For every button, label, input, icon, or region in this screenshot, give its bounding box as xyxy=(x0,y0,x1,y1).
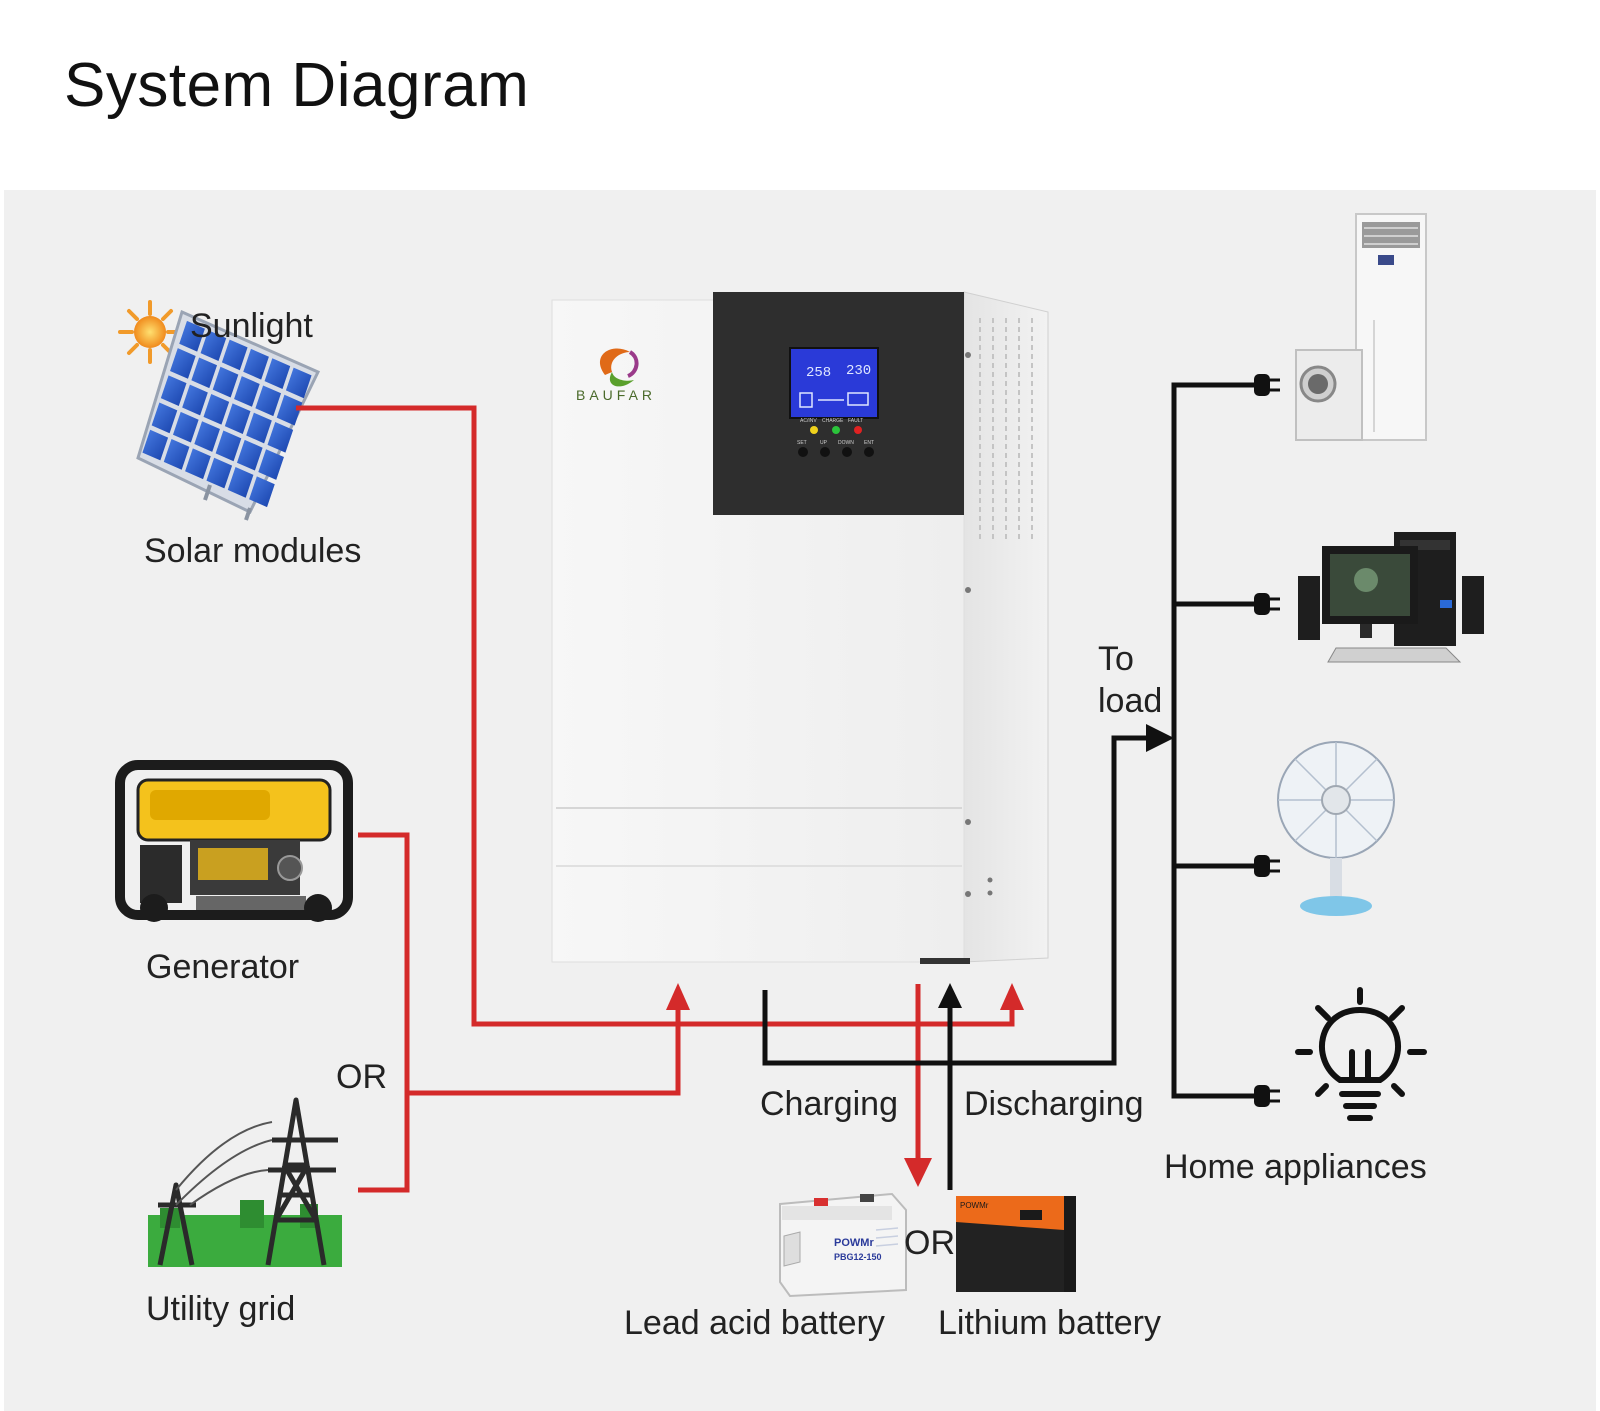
indicator-charge-led xyxy=(832,426,840,434)
indicator-fault-led xyxy=(854,426,862,434)
to-load-label-line1: To xyxy=(1098,640,1134,678)
solar-cell xyxy=(172,411,199,443)
solar-cell xyxy=(212,366,239,398)
battery-or-label: OR xyxy=(904,1224,955,1262)
solar-cell xyxy=(258,449,284,480)
inverter-button-down xyxy=(842,447,852,457)
plug-prong xyxy=(1270,1089,1280,1093)
lcd-left-value: 258 xyxy=(806,365,831,381)
plug-prong xyxy=(1270,388,1280,392)
solar-cell xyxy=(234,376,260,407)
computer-icon xyxy=(1298,532,1484,663)
button-label-down: DOWN xyxy=(838,440,854,446)
solar-modules-label: Solar modules xyxy=(144,532,362,570)
load-lines xyxy=(762,382,1258,1190)
light-bulb-icon xyxy=(1295,987,1427,1121)
solar-cell xyxy=(224,403,251,435)
indicator-label-fault: FAULT xyxy=(848,418,863,424)
solar-cell xyxy=(203,393,230,425)
solar-cell xyxy=(160,375,187,407)
home-appliances-label: Home appliances xyxy=(1164,1148,1427,1186)
plug-prong xyxy=(1270,597,1280,601)
brand-text: BAUFAR xyxy=(576,387,656,403)
plug-prong xyxy=(1270,869,1280,873)
lead-acid-battery-label: Lead acid battery xyxy=(624,1304,885,1342)
lithium-battery-label: Lithium battery xyxy=(938,1304,1161,1342)
lithium-battery-icon: POWMr xyxy=(956,1196,1076,1292)
button-label-ent: ENT xyxy=(864,440,874,446)
solar-cell xyxy=(227,467,254,498)
indicator-label-charge: CHARGE xyxy=(822,418,844,424)
page-title: System Diagram xyxy=(64,51,530,120)
lcd-right-value: 230 xyxy=(846,363,871,379)
inverter-unit: 258 230 AC/INV CHARGE FAULT SET UP DOWN … xyxy=(551,291,1049,964)
power-tower-icon xyxy=(148,1097,342,1267)
discharging-label: Discharging xyxy=(964,1085,1144,1123)
solar-cell xyxy=(151,402,178,434)
to-load-label-line2: load xyxy=(1098,682,1163,720)
load-arrows xyxy=(938,724,1174,1008)
generator-label: Generator xyxy=(146,948,300,986)
power-arrows xyxy=(666,983,1024,1187)
inverter-button-set xyxy=(798,447,808,457)
plug-icon xyxy=(1254,374,1270,396)
lead-acid-battery-icon: POWMr PBG12-150 xyxy=(779,1192,907,1298)
solar-cell xyxy=(255,385,282,417)
charging-label: Charging xyxy=(760,1085,898,1123)
solar-cell xyxy=(285,367,312,399)
solar-cell xyxy=(215,430,242,462)
plug-icons xyxy=(1254,374,1280,1107)
lead-acid-model: PBG12-150 xyxy=(834,1252,882,1262)
air-conditioner-icon xyxy=(1355,213,1427,441)
generator-icon xyxy=(115,760,353,922)
plug-prong xyxy=(1270,859,1280,863)
solar-cell xyxy=(163,439,190,470)
solar-cell xyxy=(185,448,211,480)
solar-cell xyxy=(246,412,272,444)
sunlight-label: Sunlight xyxy=(190,307,313,345)
indicator-label-acinv: AC/INV xyxy=(800,418,817,424)
solar-cell xyxy=(264,358,291,389)
solar-cell xyxy=(236,439,263,471)
button-label-up: UP xyxy=(820,440,828,446)
solar-cell xyxy=(191,357,218,389)
grid-or-label: OR xyxy=(336,1058,387,1096)
solar-cell xyxy=(200,330,227,361)
lead-acid-brand: POWMr xyxy=(834,1237,874,1249)
sun-icon xyxy=(118,300,182,364)
baufar-logo: BAUFAR xyxy=(576,348,656,403)
plug-prong xyxy=(1270,378,1280,382)
solar-cell xyxy=(221,339,248,371)
solar-cell xyxy=(170,348,196,379)
washing-machine-icon xyxy=(1295,349,1363,441)
solar-cell xyxy=(206,457,233,489)
solar-cell xyxy=(194,421,220,452)
fan-icon xyxy=(1277,741,1395,916)
plug-icon xyxy=(1254,593,1270,615)
solar-cell xyxy=(243,348,269,380)
solar-cell xyxy=(182,384,208,416)
solar-cell xyxy=(142,429,169,461)
solar-panel-icon xyxy=(136,309,321,521)
solar-cell xyxy=(249,476,275,508)
inverter-button-ent xyxy=(864,447,874,457)
indicator-acinv-led xyxy=(810,426,818,434)
solar-cell xyxy=(267,421,294,453)
lithium-brand: POWMr xyxy=(960,1201,989,1210)
button-label-set: SET xyxy=(797,440,807,446)
solar-cell xyxy=(179,320,205,352)
solar-cell xyxy=(276,394,303,426)
power-input-lines xyxy=(296,405,1015,1193)
plug-prong xyxy=(1270,1099,1280,1103)
plug-icon xyxy=(1254,1085,1270,1107)
inverter-button-up xyxy=(820,447,830,457)
plug-icon xyxy=(1254,855,1270,877)
utility-grid-label: Utility grid xyxy=(146,1290,296,1328)
plug-prong xyxy=(1270,607,1280,611)
